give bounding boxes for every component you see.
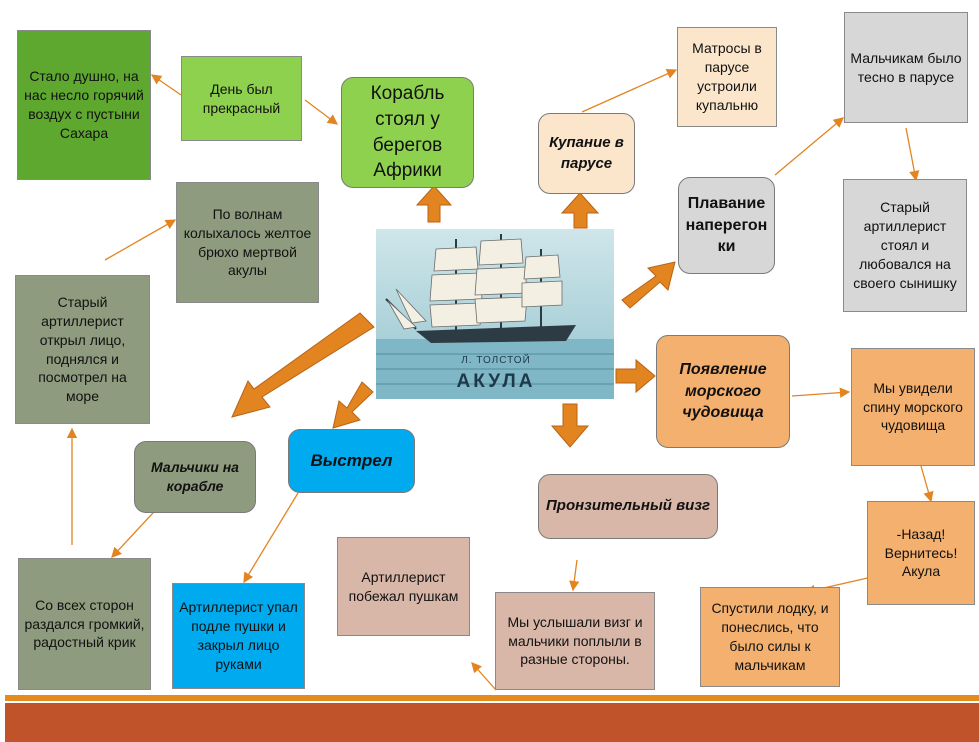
big-arrow-up-kupanie xyxy=(560,192,600,229)
node-korabl-text: Корабль стоял у берегов Африки xyxy=(370,83,445,182)
node-vizg-text: Пронзительный визг xyxy=(546,497,710,515)
book-cover-image: Л. ТОЛСТОЙ АКУЛА xyxy=(376,229,614,399)
big-arrow-right-plavanie xyxy=(621,261,676,309)
cover-author: Л. ТОЛСТОЙ xyxy=(461,353,531,366)
node-den: День был прекрасный xyxy=(181,56,302,141)
big-arrow-left-malchiki xyxy=(231,312,375,418)
connector-line xyxy=(905,127,920,182)
connector-line xyxy=(471,662,497,691)
node-poyavlenie: Появление морского чудовища xyxy=(656,335,790,448)
node-den-text: День был прекрасный xyxy=(202,80,281,116)
node-vystrel: Выстрел xyxy=(288,429,415,493)
node-tesno-text: Мальчикам было тесно в парусе xyxy=(850,49,962,85)
node-lodku: Спустили лодку, и понеслись, что было си… xyxy=(700,587,840,687)
node-vizg: Пронзительный визг xyxy=(538,474,718,539)
node-lyubovalsya: Старый артиллерист стоял и любовался на … xyxy=(843,179,967,312)
node-dushno: Стало душно, на нас несло горячий воздух… xyxy=(17,30,151,180)
cover-title: АКУЛА xyxy=(457,371,536,392)
node-uslyshali-text: Мы услышали визг и мальчики поплыли в ра… xyxy=(507,613,643,668)
node-pobezhal-text: Артиллерист побежал пушкам xyxy=(348,568,459,604)
connector-line xyxy=(774,117,844,176)
node-lyubovalsya-text: Старый артиллерист стоял и любовался на … xyxy=(853,199,957,291)
node-dushno-text: Стало душно, на нас несло горячий воздух… xyxy=(24,68,144,141)
node-bryukho: По волнам колыхалось желтое брюхо мертво… xyxy=(176,182,319,303)
node-spinu: Мы увидели спину морского чудовища xyxy=(851,348,975,466)
big-arrow-right-poyavlenie xyxy=(615,358,656,394)
node-nazad: -Назад! Вернитесь! Акула xyxy=(867,501,975,605)
connector-line xyxy=(920,465,934,503)
node-pobezhal: Артиллерист побежал пушкам xyxy=(337,537,470,636)
big-arrow-up xyxy=(415,185,453,223)
connector-line xyxy=(104,219,177,261)
node-malchiki-text: Мальчики на корабле xyxy=(151,459,239,494)
node-matrosy-text: Матросы в парусе устроили купальню xyxy=(692,40,762,113)
node-otkryl-text: Старый артиллерист открыл лицо, поднялся… xyxy=(38,293,127,405)
big-arrow-down-vystrel xyxy=(332,381,374,429)
node-bryukho-text: По волнам колыхалось желтое брюхо мертво… xyxy=(183,205,312,279)
node-poyavlenie-text: Появление морского чудовища xyxy=(679,361,767,422)
node-matrosy: Матросы в парусе устроили купальню xyxy=(677,27,777,127)
node-vystrel-text: Выстрел xyxy=(310,450,393,470)
footer-accent-line xyxy=(5,695,979,701)
node-plavanie-text: Плавание наперегонки xyxy=(685,195,768,256)
footer-bar xyxy=(5,703,979,742)
connector-line xyxy=(581,68,678,113)
node-nazad-text: -Назад! Вернитесь! Акула xyxy=(884,525,958,580)
node-spinu-text: Мы увидели спину морского чудовища xyxy=(863,379,963,434)
connector-line xyxy=(791,387,851,398)
big-arrow-down-vizg xyxy=(550,403,590,448)
node-upal-text: Артиллерист упал подле пушки и закрыл ли… xyxy=(179,599,298,672)
node-tesno: Мальчикам было тесно в парусе xyxy=(844,12,968,123)
node-krik-text: Со всех сторон раздался громкий, радостн… xyxy=(24,596,145,651)
node-uslyshali: Мы услышали визг и мальчики поплыли в ра… xyxy=(495,592,655,690)
node-lodku-text: Спустили лодку, и понеслись, что было си… xyxy=(711,600,829,673)
connector-line xyxy=(569,559,580,592)
node-kupanie: Купание в парусе xyxy=(538,113,635,194)
node-krik: Со всех сторон раздался громкий, радостн… xyxy=(18,558,151,690)
node-plavanie: Плавание наперегонки xyxy=(678,177,775,274)
connector-line xyxy=(304,99,339,125)
node-korabl: Корабль стоял у берегов Африки xyxy=(341,77,474,188)
node-upal: Артиллерист упал подле пушки и закрыл ли… xyxy=(172,583,305,689)
connector-line xyxy=(243,492,299,584)
connector-line xyxy=(150,74,182,96)
node-malchiki: Мальчики на корабле xyxy=(134,441,256,513)
node-otkryl: Старый артиллерист открыл лицо, поднялся… xyxy=(15,275,150,424)
node-kupanie-text: Купание в парусе xyxy=(549,134,624,172)
